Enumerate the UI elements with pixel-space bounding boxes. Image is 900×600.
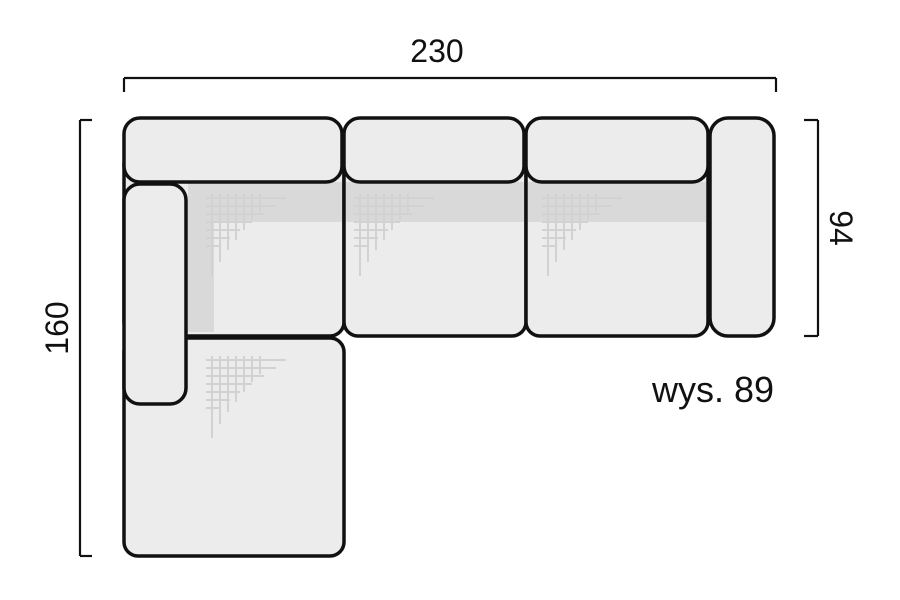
backrest-middle [342, 116, 526, 184]
shadow-corner-side [188, 182, 214, 332]
width-dimension [122, 76, 778, 92]
left-depth-label: 160 [39, 301, 75, 354]
backrest-right [524, 116, 710, 184]
armrest-left [122, 182, 188, 406]
height-label: wys. 89 [651, 369, 774, 410]
right-depth-label: 94 [823, 210, 859, 246]
armrest-right [708, 116, 776, 338]
shadow-right [528, 182, 706, 222]
left-depth-dimension [78, 118, 92, 558]
width-label: 230 [410, 33, 463, 69]
backrest-left [122, 116, 344, 184]
shadow-middle [346, 182, 524, 222]
right-depth-dimension [804, 118, 820, 338]
